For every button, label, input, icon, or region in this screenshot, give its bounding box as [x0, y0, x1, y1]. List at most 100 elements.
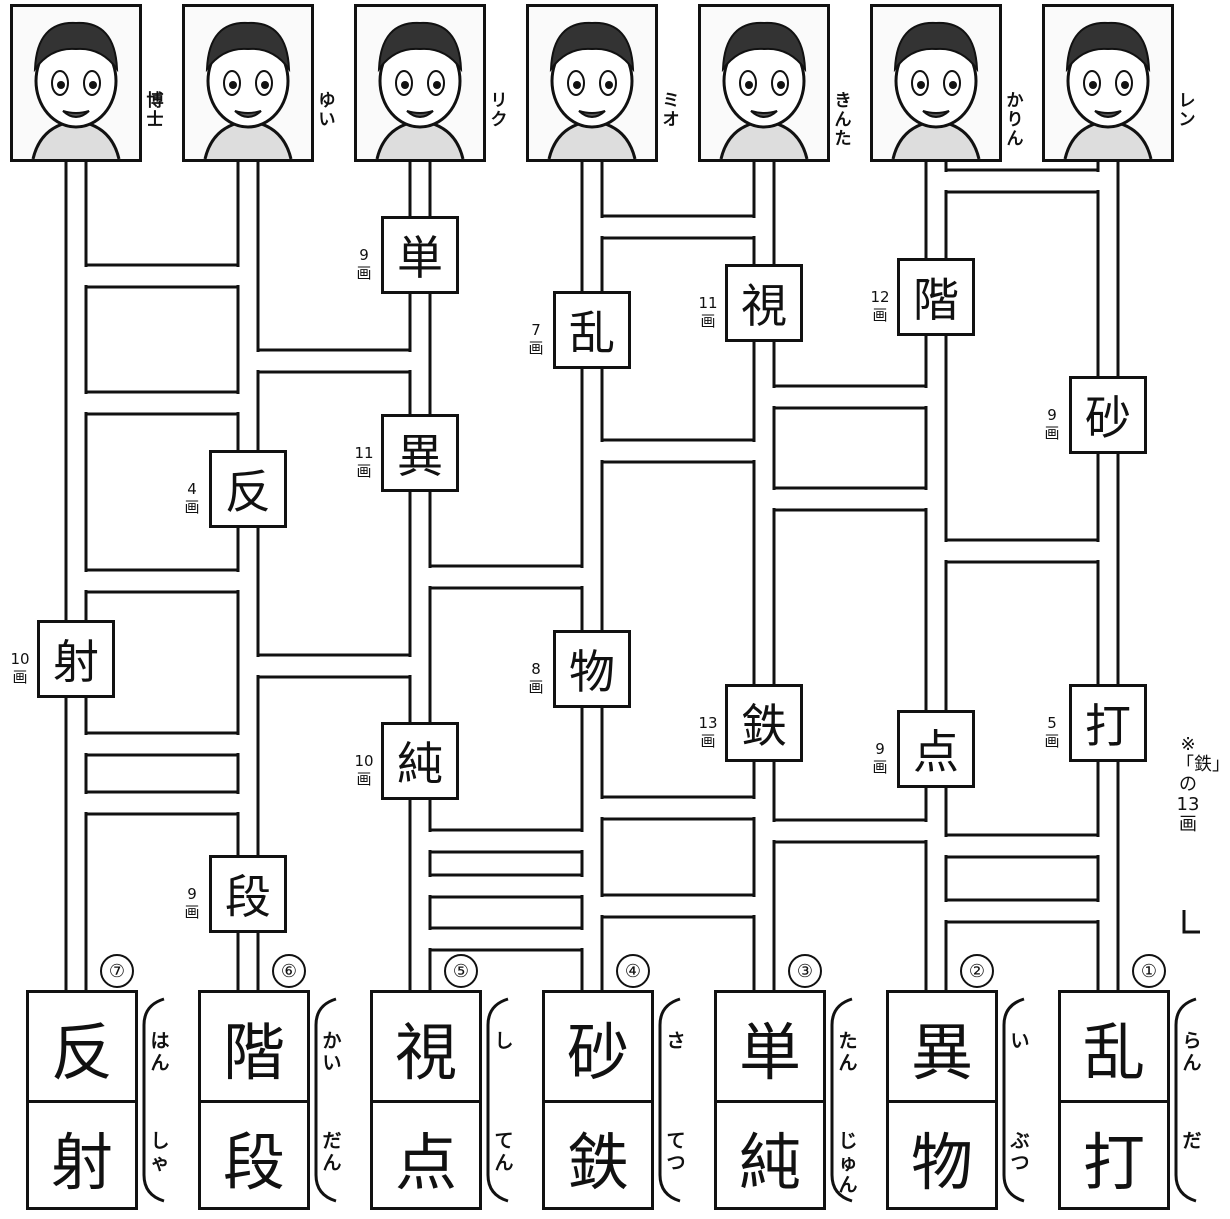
answer-column[interactable]: 砂鉄	[542, 990, 654, 1210]
answer-column[interactable]: 視点	[370, 990, 482, 1210]
answer-top-reading: た ん	[838, 1030, 858, 1074]
face-icon	[203, 21, 293, 160]
answer-top-reading: ら ん	[1182, 1030, 1202, 1074]
ladder-kanji-box[interactable]: 反	[209, 450, 287, 528]
answer-number: ③	[788, 954, 822, 988]
answer-top-kanji: 視	[373, 993, 479, 1103]
ladder-kanji-box[interactable]: 階	[897, 258, 975, 336]
answer-column[interactable]: 反射	[26, 990, 138, 1210]
stroke-count-label: 9 画	[872, 740, 888, 776]
face-icon	[31, 21, 121, 160]
answer-bottom-reading: じ ゅ ん	[838, 1130, 858, 1196]
answer-bottom-kanji: 物	[910, 1125, 973, 1199]
answer-number: ⑤	[444, 954, 478, 988]
answer-bottom-kanji: 段	[222, 1125, 285, 1199]
footnote: ※「鉄」の13画	[1176, 734, 1230, 835]
answer-number: ⑥	[272, 954, 306, 988]
ladder-kanji-box[interactable]: 乱	[553, 291, 631, 369]
answer-bottom-kanji: 鉄	[566, 1125, 629, 1199]
answer-top-kanji: 異	[889, 993, 995, 1103]
answer-top-reading: し	[494, 1030, 514, 1052]
ladder-kanji-box[interactable]: 砂	[1069, 376, 1147, 454]
answer-bottom-reading: て ん	[494, 1130, 514, 1174]
stroke-count-label: 9 画	[356, 246, 372, 282]
ladder-kanji-box[interactable]: 異	[381, 414, 459, 492]
answer-top-reading: さ	[666, 1030, 686, 1052]
face-icon	[547, 21, 637, 160]
face-icon	[719, 21, 809, 160]
face-icon	[1063, 21, 1153, 160]
answer-bottom-kanji: 射	[50, 1125, 113, 1199]
answer-number: ①	[1132, 954, 1166, 988]
stroke-count-label: 5 画	[1044, 714, 1060, 750]
ladder-kanji-box[interactable]: 打	[1069, 684, 1147, 762]
stroke-count-label: 11 画	[698, 294, 718, 330]
portrait-karin[interactable]	[870, 4, 1002, 162]
answer-top-reading: は ん	[150, 1030, 170, 1074]
character-name: き ん た	[834, 91, 852, 149]
answer-bottom-reading: ぶ つ	[1010, 1130, 1030, 1174]
stroke-count-label: 9 画	[1044, 406, 1060, 442]
ladder-kanji-box[interactable]: 段	[209, 855, 287, 933]
portrait-hakase[interactable]	[10, 4, 142, 162]
answer-column[interactable]: 単純	[714, 990, 826, 1210]
answer-top-kanji: 階	[201, 993, 307, 1103]
character-name: ゆ い	[318, 91, 336, 130]
character-name: か り ん	[1006, 91, 1024, 149]
answer-top-kanji: 単	[717, 993, 823, 1103]
stroke-count-label: 4 画	[184, 480, 200, 516]
stroke-count-label: 9 画	[184, 885, 200, 921]
portrait-riku[interactable]	[354, 4, 486, 162]
reading-bracket	[1002, 997, 1025, 1203]
portrait-mio[interactable]	[526, 4, 658, 162]
face-icon	[891, 21, 981, 160]
ladder-kanji-box[interactable]: 純	[381, 722, 459, 800]
answer-top-reading: い	[1010, 1030, 1030, 1052]
answer-number: ④	[616, 954, 650, 988]
portrait-yui[interactable]	[182, 4, 314, 162]
stroke-count-label: 7 画	[528, 321, 544, 357]
reading-bracket	[142, 997, 165, 1203]
reading-bracket	[314, 997, 337, 1203]
answer-top-kanji: 反	[29, 993, 135, 1103]
character-name: 博 士	[146, 91, 164, 130]
ladder-kanji-box[interactable]: 鉄	[725, 684, 803, 762]
ladder-kanji-box[interactable]: 物	[553, 630, 631, 708]
reading-bracket	[486, 997, 509, 1203]
answer-column[interactable]: 階段	[198, 990, 310, 1210]
stroke-count-label: 10 画	[10, 650, 30, 686]
character-name: リ ク	[490, 91, 508, 130]
reading-bracket	[658, 997, 681, 1203]
stroke-count-label: 11 画	[354, 444, 374, 480]
stroke-count-label: 8 画	[528, 660, 544, 696]
answer-column[interactable]: 乱打	[1058, 990, 1170, 1210]
answer-top-kanji: 砂	[545, 993, 651, 1103]
portrait-kinta[interactable]	[698, 4, 830, 162]
portrait-ren[interactable]	[1042, 4, 1174, 162]
answer-column[interactable]: 異物	[886, 990, 998, 1210]
face-icon	[375, 21, 465, 160]
answer-bottom-reading: て つ	[666, 1130, 686, 1174]
ladder-kanji-box[interactable]: 射	[37, 620, 115, 698]
answer-bottom-reading: だ ん	[322, 1130, 342, 1174]
ladder-kanji-box[interactable]: 視	[725, 264, 803, 342]
answer-top-reading: か い	[322, 1030, 342, 1074]
character-name: ミ オ	[662, 91, 680, 130]
stroke-count-label: 10 画	[354, 752, 374, 788]
answer-number: ②	[960, 954, 994, 988]
stroke-count-label: 13 画	[698, 714, 718, 750]
answer-top-kanji: 乱	[1061, 993, 1167, 1103]
ladder-kanji-box[interactable]: 単	[381, 216, 459, 294]
answer-bottom-kanji: 打	[1082, 1125, 1145, 1199]
stroke-count-label: 12 画	[870, 288, 890, 324]
answer-bottom-kanji: 純	[738, 1125, 801, 1199]
character-name: レ ン	[1178, 91, 1196, 130]
reading-bracket	[830, 997, 853, 1203]
answer-bottom-kanji: 点	[394, 1125, 457, 1199]
answer-number: ⑦	[100, 954, 134, 988]
ladder-kanji-box[interactable]: 点	[897, 710, 975, 788]
answer-bottom-reading: し ゃ	[150, 1130, 170, 1174]
reading-bracket	[1174, 997, 1197, 1203]
answer-bottom-reading: だ	[1182, 1130, 1202, 1152]
